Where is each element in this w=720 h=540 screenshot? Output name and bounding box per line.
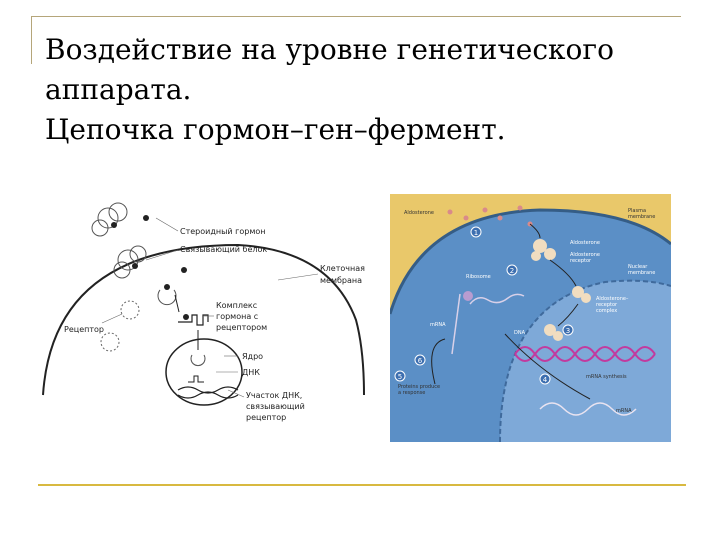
label-synthesis: mRNA synthesis	[586, 374, 627, 380]
label-aldosterone: Aldosterone	[404, 210, 434, 216]
bottom-rule	[38, 484, 686, 486]
leader-receptor	[102, 314, 122, 323]
label-complex-3: complex	[596, 308, 617, 314]
label-mrna: mRNA	[430, 322, 446, 328]
step-1: 1	[474, 229, 478, 237]
hormone-on-membrane	[181, 267, 187, 273]
label-aldo: Aldosterone	[570, 240, 600, 246]
step-3: 3	[566, 327, 570, 335]
title-line-3: Цепочка гормон–ген–фермент.	[45, 110, 685, 150]
slide-title: Воздействие на уровне генетического аппа…	[45, 30, 685, 150]
label-site-2: связывающий	[246, 402, 305, 411]
label-receptor: Рецептор	[64, 325, 104, 334]
aldosterone-diagram: 1 2 3 4 5 6 Aldosterone Plasma membrane …	[390, 194, 671, 442]
label-site-1: Участок ДНК,	[246, 391, 302, 400]
label-nuclear-2: membrane	[628, 270, 655, 276]
label-complex-2: гормона с	[216, 312, 258, 321]
label-nucleus: Ядро	[242, 352, 263, 361]
step-4: 4	[543, 376, 548, 384]
label-aldo-receptor-2: receptor	[570, 258, 592, 264]
step-2: 2	[510, 267, 514, 275]
steroid-hormone-diagram: Стероидный гормон Связывающий белок Клет…	[38, 190, 374, 440]
complex-hormone-dot	[183, 314, 189, 320]
receptor-shape-2	[101, 333, 119, 351]
hormone-entering	[164, 284, 170, 290]
title-rule-horizontal	[31, 16, 681, 17]
label-dna: ДНК	[242, 368, 260, 377]
label-complex-3: рецептором	[216, 323, 267, 332]
title-line-2: аппарата.	[45, 70, 685, 110]
receptor-shape-1	[121, 301, 139, 319]
dna-binding-site-shape	[188, 376, 204, 382]
label-mrna-2: mRNA	[616, 408, 632, 414]
label-complex-1: Комплекс	[216, 301, 257, 310]
leader-membrane	[278, 274, 318, 280]
step-5: 5	[398, 373, 402, 381]
ribosome-shape	[463, 291, 473, 301]
receptor-shape-3	[158, 290, 176, 305]
title-rule-vertical	[31, 16, 32, 64]
hormone-receptor-complex	[178, 315, 208, 325]
label-membrane-2: мембрана	[320, 276, 362, 285]
label-site-3: рецептор	[246, 413, 286, 422]
label-plasma-2: membrane	[628, 214, 655, 220]
label-dna: DNA	[514, 330, 526, 336]
nucleus-receptor	[191, 355, 205, 366]
label-protein-2: a response	[398, 390, 425, 396]
label-binding-protein: Связывающий белок	[180, 245, 267, 254]
label-membrane-1: Клеточная	[320, 264, 365, 273]
arrow-to-complex	[175, 295, 179, 312]
hormone-molecule	[143, 215, 149, 221]
leader-steroid	[156, 218, 178, 231]
label-ribosome: Ribosome	[466, 274, 491, 280]
step-6: 6	[418, 357, 423, 365]
label-steroid: Стероидный гормон	[180, 227, 266, 236]
binding-protein-blob-top	[92, 203, 127, 236]
title-line-1: Воздействие на уровне генетического	[45, 30, 685, 70]
binding-protein-blob-mid	[114, 246, 146, 278]
